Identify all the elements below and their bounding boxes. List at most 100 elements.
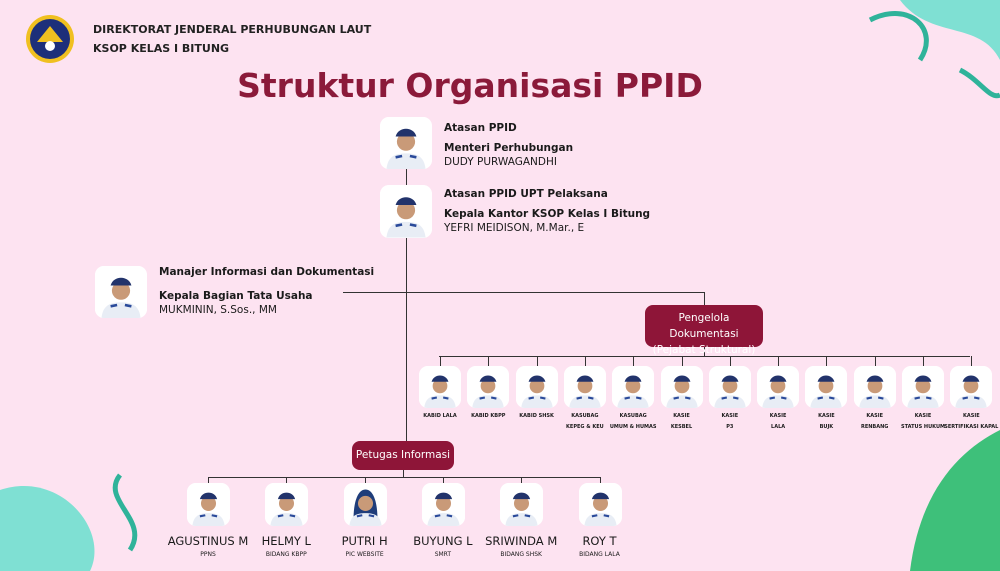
connector	[440, 356, 441, 366]
connector	[208, 477, 600, 478]
atasan-upt-info: Atasan PPID UPT Pelaksana Kepala Kantor …	[444, 187, 650, 235]
pejabat-title: KASUBAG	[619, 413, 647, 419]
person-icon	[500, 483, 544, 526]
pejabat-photo	[660, 366, 703, 408]
connector	[704, 292, 705, 305]
pejabat-photo	[708, 366, 751, 408]
person-icon	[421, 483, 465, 526]
person-icon	[660, 366, 703, 408]
petugas-photo	[500, 483, 544, 526]
person-icon	[419, 366, 461, 408]
connector	[208, 477, 209, 483]
pejabat-label: KABID KBPP	[458, 411, 518, 422]
pengelola-dokumentasi-box: Pengelola Dokumentasi (Pejabat Struktura…	[645, 305, 763, 356]
person-icon	[187, 483, 230, 526]
atasan-upt-position: Kepala Kantor KSOP Kelas I Bitung	[444, 208, 651, 220]
connector	[599, 477, 601, 483]
pejabat-unit: RENBANG	[860, 424, 889, 430]
petugas-name: PUTRI H	[341, 534, 388, 548]
person-icon	[853, 366, 896, 408]
atasan-upt-role: Atasan PPID UPT Pelaksana	[444, 188, 608, 200]
pejabat-label: KASIE STATUS HUKUM	[893, 411, 953, 433]
pejabat-photo	[467, 366, 510, 408]
pengelola-subtitle: (Pejabat Struktural)	[652, 344, 756, 356]
connector	[704, 347, 705, 356]
pejabat-photo	[563, 366, 606, 408]
atasan-upt-photo	[380, 185, 432, 238]
connector	[923, 356, 924, 366]
pejabat-photo	[902, 366, 944, 408]
manajer-position: Kepala Bagian Tata Usaha	[159, 290, 313, 302]
petugas-role: BIDANG KBPP	[265, 551, 307, 558]
connector	[364, 477, 366, 483]
page-title: Struktur Organisasi PPID	[237, 66, 703, 105]
pejabat-unit: STATUS HUKUM	[901, 424, 945, 430]
petugas-name: SRIWINDA M	[485, 534, 558, 548]
pejabat-label: KABID LALA	[410, 411, 470, 422]
pejabat-label: KABID SHSK	[507, 411, 567, 422]
pejabat-title: KASIE	[673, 413, 690, 419]
connector	[633, 356, 635, 366]
person-icon	[265, 483, 309, 526]
pejabat-photo	[757, 366, 800, 408]
pejabat-photo	[419, 366, 461, 408]
connector	[536, 356, 538, 366]
person-icon	[578, 483, 622, 526]
pejabat-title: KASIE	[962, 413, 980, 419]
connector	[343, 292, 704, 293]
pejabat-title: KABID LALA	[423, 413, 457, 419]
logo	[26, 15, 74, 63]
connector	[488, 356, 490, 366]
person-icon	[757, 366, 800, 408]
person-icon	[380, 185, 432, 238]
pejabat-photo	[515, 366, 558, 408]
pejabat-unit: BUJK	[819, 424, 834, 430]
pejabat-unit: LALA	[771, 424, 786, 430]
person-icon	[380, 117, 432, 169]
connector	[286, 477, 288, 483]
connector	[778, 356, 780, 366]
person-icon	[515, 366, 558, 408]
person-icon	[708, 366, 751, 408]
pejabat-title: KABID SHSK	[519, 413, 554, 419]
petugas-name: HELMY L	[261, 534, 311, 548]
pejabat-unit: KESBEL	[670, 424, 693, 430]
atasan-info: Atasan PPID Menteri Perhubungan DUDY PUR…	[444, 121, 573, 169]
corner-decoration-bottom-left	[0, 473, 138, 571]
pejabat-label: KASUBAG UMUM & HUMAS	[603, 411, 663, 433]
pejabat-unit: P3	[726, 424, 734, 430]
petugas-informasi-box: Petugas Informasi	[352, 441, 454, 470]
pejabat-label: KASIE RENBANG	[845, 411, 905, 433]
pejabat-photo	[853, 366, 896, 408]
petugas-name: ROY T	[582, 534, 617, 548]
atasan-upt-name: YEFRI MEIDISON, M.Mar., E	[444, 222, 585, 234]
pejabat-title: KASIE	[914, 413, 932, 419]
manajer-info: Manajer Informasi dan Dokumentasi Kepala…	[159, 265, 374, 317]
pejabat-unit: UMUM & HUMAS	[609, 424, 657, 430]
person-icon	[343, 483, 387, 526]
connector	[584, 356, 586, 366]
pejabat-title: KASIE	[818, 413, 835, 419]
person-icon	[805, 366, 848, 408]
connector	[442, 477, 444, 483]
manajer-name: MUKMININ, S.Sos., MM	[159, 304, 277, 316]
person-icon	[950, 366, 993, 408]
petugas-role: PIC WEBSITE	[345, 551, 384, 558]
atasan-position: Menteri Perhubungan	[444, 142, 574, 154]
person-icon	[902, 366, 944, 408]
pejabat-title: KABID KBPP	[471, 413, 506, 419]
connector	[521, 477, 523, 483]
manajer-role: Manajer Informasi dan Dokumentasi	[159, 266, 375, 278]
corner-decoration-top-right	[868, 0, 1000, 99]
pejabat-title: KASIE	[866, 413, 883, 419]
org-name: DIREKTORAT JENDERAL PERHUBUNGAN LAUT	[93, 23, 372, 36]
office-name: KSOP KELAS I BITUNG	[93, 42, 230, 55]
pejabat-label: KASIE P3	[700, 411, 760, 433]
pengelola-title: Pengelola Dokumentasi	[669, 312, 739, 340]
manajer-photo	[95, 266, 147, 318]
petugas-role: PPNS	[200, 551, 216, 558]
pejabat-photo	[950, 366, 993, 408]
petugas-role: BIDANG LALA	[579, 551, 620, 558]
atasan-role: Atasan PPID	[444, 122, 517, 134]
atasan-name: DUDY PURWAGANDHI	[444, 156, 557, 168]
